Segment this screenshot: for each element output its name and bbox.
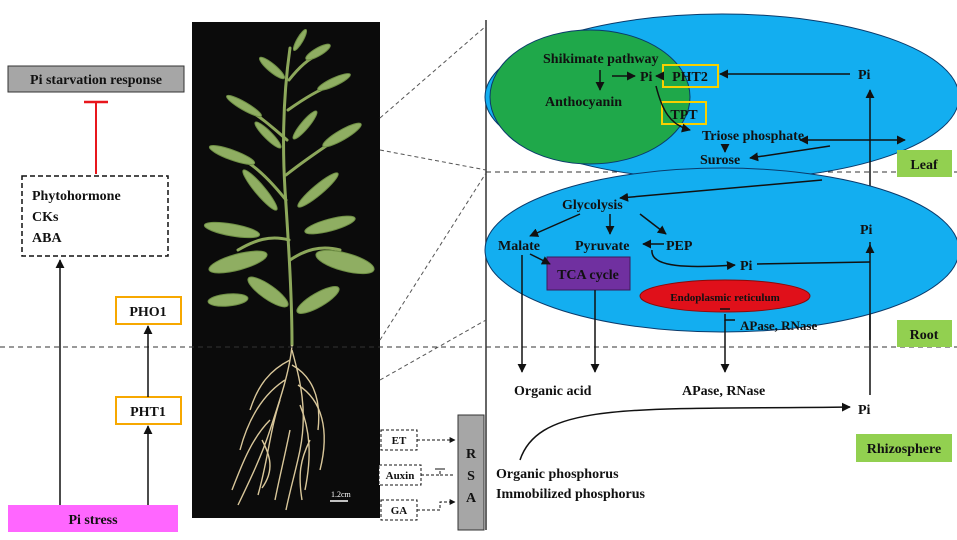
pep-label: PEP xyxy=(666,239,693,254)
rsa-letter-s: S xyxy=(467,469,475,484)
rhizosphere: Organic acid APase, RNase Pi Organic pho… xyxy=(496,244,875,502)
pi-starvation-response-box xyxy=(7,65,185,93)
zoom-lines xyxy=(379,25,487,381)
aba-label: ABA xyxy=(32,231,62,246)
cks-label: CKs xyxy=(32,210,59,225)
pyruvate-label: Pyruvate xyxy=(575,239,629,254)
phytohormone-box xyxy=(21,175,169,257)
rhizosphere-zone-label: Rhizosphere xyxy=(867,442,941,457)
rsa-letter-a: A xyxy=(466,491,477,506)
root-apase-label: APase, RNase xyxy=(740,318,817,333)
rhizosphere-zone-box xyxy=(856,434,952,462)
er-label: Endoplasmic reticulum xyxy=(670,292,780,304)
pho1-box xyxy=(115,296,182,325)
leaf-pi-label: Pi xyxy=(640,70,653,85)
et-label: ET xyxy=(392,435,407,447)
immobilized-phosphorus-label: Immobilized phosphorus xyxy=(496,487,646,502)
root-cell: Glycolysis Malate Pyruvate PEP TCA cycle… xyxy=(484,167,957,333)
ga-label: GA xyxy=(391,505,408,517)
zone-labels: Leaf Root Rhizosphere xyxy=(856,150,952,462)
root-pi-label: Pi xyxy=(740,259,753,274)
pht1-label: PHT1 xyxy=(130,405,166,420)
glycolysis-label: Glycolysis xyxy=(562,198,623,213)
pi-stress-box xyxy=(8,505,178,532)
rsa-letter-r: R xyxy=(466,447,477,462)
rhizo-pi-label: Pi xyxy=(858,403,871,418)
organic-phosphorus-label: Organic phosphorus xyxy=(496,467,619,482)
root-zone-label: Root xyxy=(910,328,939,343)
rsa-panel: ET Auxin GA R S A xyxy=(378,414,485,531)
leaf-zone-box xyxy=(897,150,952,177)
leaf-zone-label: Leaf xyxy=(910,158,938,173)
anthocyanin-label: Anthocyanin xyxy=(545,95,622,110)
root-cell-ellipse xyxy=(484,167,957,333)
scale-bar-label: 1.2cm xyxy=(331,490,352,499)
pho1-label: PHO1 xyxy=(129,305,166,320)
leaf-pi-right-label: Pi xyxy=(858,68,871,83)
er-ellipse xyxy=(639,279,811,313)
chloroplast-ellipse xyxy=(489,29,691,165)
tca-cycle-label: TCA cycle xyxy=(557,268,619,283)
rhizo-apase-label: APase, RNase xyxy=(682,384,765,399)
rsa-box xyxy=(457,414,485,531)
pht2-label: PHT2 xyxy=(672,70,708,85)
triose-label: Triose phosphate xyxy=(702,129,804,144)
shikimate-label: Shikimate pathway xyxy=(543,52,659,67)
organic-acid-label: Organic acid xyxy=(514,384,592,399)
left-panel: Pi starvation response Phytohormone CKs … xyxy=(7,65,185,532)
root-zone-box xyxy=(897,320,952,347)
surose-label: Surose xyxy=(700,153,740,168)
auxin-label: Auxin xyxy=(386,470,415,482)
tca-cycle-box xyxy=(546,256,631,291)
tpt-label: TPT xyxy=(670,108,698,123)
phytohormone-label: Phytohormone xyxy=(32,189,121,204)
root-pi-right-label: Pi xyxy=(860,223,873,238)
malate-label: Malate xyxy=(498,239,540,254)
plant-photo: 1.2cm xyxy=(192,22,380,518)
arrow-organic-to-pi xyxy=(519,402,851,461)
pi-stress-label: Pi stress xyxy=(68,513,118,528)
pi-starvation-response-label: Pi starvation response xyxy=(30,73,162,88)
leaf-cell: Shikimate pathway Pi Anthocyanin PHT2 TP… xyxy=(484,13,957,340)
